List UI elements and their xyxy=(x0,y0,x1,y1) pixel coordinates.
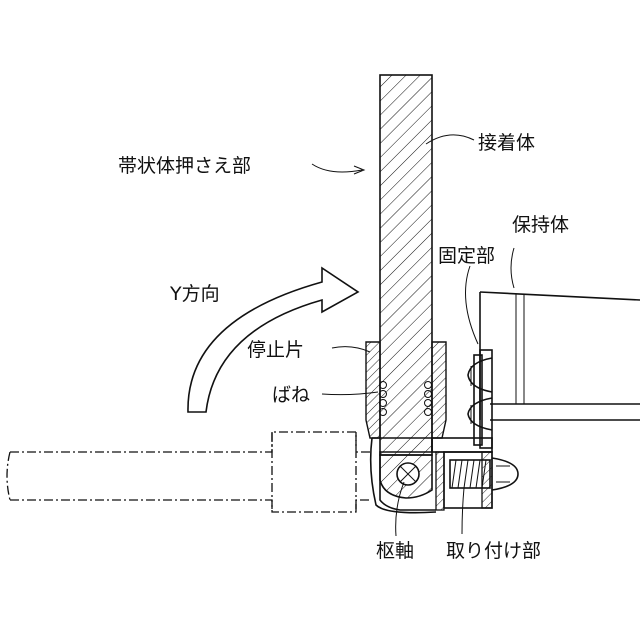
label-mounting-part: 取り付け部 xyxy=(446,540,541,562)
label-contact-body: 接着体 xyxy=(478,132,535,154)
label-fixing-part: 固定部 xyxy=(438,245,495,267)
fixing-part xyxy=(468,350,492,448)
handle-outline xyxy=(7,432,372,512)
label-band-presser: 帯状体押さえ部 xyxy=(118,155,251,177)
label-y-direction: Y方向 xyxy=(169,283,220,305)
pivot-shaft xyxy=(397,463,419,485)
holder-body xyxy=(480,292,640,420)
label-pivot-shaft: 枢軸 xyxy=(376,540,414,562)
contact-body xyxy=(380,75,432,498)
label-stopper-piece: 停止片 xyxy=(247,339,304,361)
label-spring: ばね xyxy=(272,384,310,406)
label-holder: 保持体 xyxy=(512,214,569,236)
